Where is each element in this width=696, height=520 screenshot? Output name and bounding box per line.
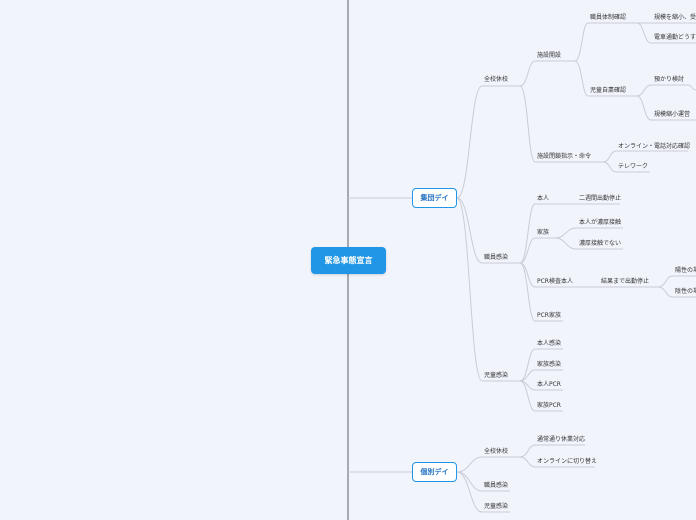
topic-tsujou-kyugyo[interactable]: 通常通り休業対応 <box>537 436 586 443</box>
topic-pcr-honnin[interactable]: PCR検査本人 <box>537 278 573 285</box>
connector-lines <box>348 22 696 513</box>
topic-honnin[interactable]: 本人 <box>537 195 550 202</box>
topic-denwa-renraku[interactable]: 電車通勤どうする <box>654 34 696 41</box>
topic-shisetsu-kaisetsu[interactable]: 施設開設 <box>537 52 562 59</box>
topic-jidou-jitaku[interactable]: 児童自粛確認 <box>590 87 627 94</box>
topic-kibo-shoeigyo[interactable]: 規模縮小運営 <box>654 111 691 118</box>
topic-shokuin-kansen[interactable]: 職員感染 <box>484 254 509 261</box>
topic-online-denwa[interactable]: オンライン・電話対応確認 <box>618 143 691 150</box>
topic-kazoku[interactable]: 家族 <box>537 229 550 236</box>
topic-yousei[interactable]: 陽性の場 <box>675 267 696 274</box>
topic-nishuukan[interactable]: 二週間出勤停止 <box>579 195 622 202</box>
topic-pcr-kazoku[interactable]: PCR家族 <box>537 312 561 319</box>
topic-telework[interactable]: テレワーク <box>618 163 649 170</box>
main-topic-kobetsu-day[interactable]: 個別デイ <box>412 462 457 482</box>
root-topic[interactable]: 緊急事態宣言 <box>311 247 386 274</box>
topic-online-kirikae[interactable]: オンラインに切り替え <box>537 458 598 465</box>
topic-kibo-shukusho[interactable]: 規模を縮小、受入 <box>654 14 696 21</box>
topic-kazoku-pcr[interactable]: 家族PCR <box>537 402 561 409</box>
topic-shokuin-kansen-kobetsu[interactable]: 職員感染 <box>484 482 509 489</box>
topic-noukou-nai[interactable]: 濃厚接触でない <box>579 240 622 247</box>
topic-insei[interactable]: 陰性の場 <box>675 288 696 295</box>
topic-zenkoku-kyuko-kobetsu[interactable]: 全校休校 <box>484 448 509 455</box>
topic-kazoku-kansen[interactable]: 家族感染 <box>537 361 562 368</box>
topic-honnin-kansen[interactable]: 本人感染 <box>537 340 562 347</box>
topic-kekka-made[interactable]: 結果まで出勤停止 <box>601 278 650 285</box>
topic-shisetsu-heisa[interactable]: 施設閉鎖指示・命令 <box>537 153 592 160</box>
topic-honnin-noukou[interactable]: 本人が濃厚接触 <box>579 219 622 226</box>
topic-jidou-kansen-kobetsu[interactable]: 児童感染 <box>484 503 509 510</box>
main-topic-shudan-day[interactable]: 集団デイ <box>412 188 457 208</box>
topic-jidou-kansen[interactable]: 児童感染 <box>484 372 509 379</box>
topic-shokuin-taisei[interactable]: 職員体制確認 <box>590 14 627 21</box>
topic-zenkoku-kyuko[interactable]: 全校休校 <box>484 76 509 83</box>
topic-honnin-pcr[interactable]: 本人PCR <box>537 381 561 388</box>
topic-uchu-kento[interactable]: 預かり検討 <box>654 76 685 83</box>
